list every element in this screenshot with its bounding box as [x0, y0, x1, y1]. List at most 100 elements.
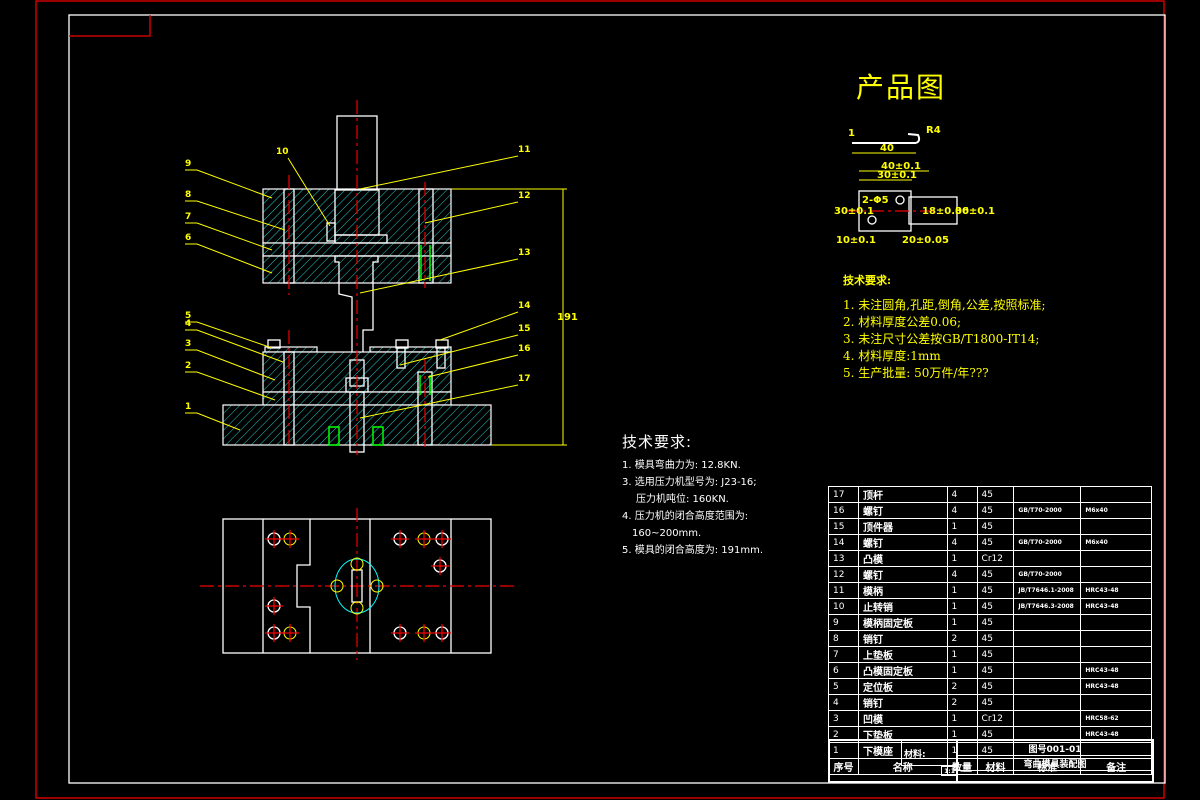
bom-no: 4 — [828, 694, 859, 711]
bom-no: 12 — [828, 566, 859, 583]
bom-note: M6x40 — [1080, 502, 1152, 519]
bom-note — [1080, 614, 1152, 631]
leader-line — [427, 354, 519, 378]
company-cell — [957, 770, 1153, 782]
bom-name: 螺钉 — [857, 502, 948, 519]
bom-standard — [1013, 630, 1082, 647]
leader-line — [359, 384, 519, 419]
drawing-title: 弯曲模具装配图 — [957, 755, 1153, 771]
bom-name: 销钉 — [857, 694, 948, 711]
bom-name: 模柄固定板 — [857, 614, 948, 631]
bom-qty: 2 — [946, 630, 978, 647]
bom-qty: 1 — [946, 710, 978, 727]
ejector-pin-hole — [350, 557, 364, 571]
bom-standard — [1013, 678, 1082, 695]
bom-material: Cr12 — [976, 550, 1015, 567]
bom-qty: 4 — [946, 502, 978, 519]
bom-note: HRC43-48 — [1080, 582, 1152, 599]
bom-standard: JB/T7646.1-2008 — [1013, 582, 1082, 599]
leader-line — [359, 258, 519, 294]
bom-material: 45 — [976, 678, 1015, 695]
bom-no: 13 — [828, 550, 859, 567]
bom-no: 8 — [828, 630, 859, 647]
bom-no: 7 — [828, 646, 859, 663]
bom-no: 15 — [828, 518, 859, 535]
callout-2: 2 — [185, 361, 192, 371]
dim-left-offset: 10±0.1 — [836, 235, 876, 246]
bom-no: 16 — [828, 502, 859, 519]
bom-note: M6x40 — [1080, 534, 1152, 551]
bom-qty: 2 — [946, 694, 978, 711]
bom-no: 5 — [828, 678, 859, 695]
bom-material: 45 — [976, 646, 1015, 663]
bom-note — [1080, 486, 1152, 503]
plan-holes — [265, 530, 451, 642]
bom-name: 螺钉 — [857, 566, 948, 583]
revision-grid — [829, 740, 957, 782]
code-box — [69, 15, 151, 37]
leader-line — [185, 200, 286, 231]
hole — [867, 215, 877, 225]
callout-4: 4 — [185, 319, 192, 329]
bom-material: Cr12 — [976, 710, 1015, 727]
bom-standard — [1013, 614, 1082, 631]
bom-material: 45 — [976, 598, 1015, 615]
leader-line — [185, 349, 276, 381]
bom-standard: JB/T7646.3-2008 — [1013, 598, 1082, 615]
leader-line — [185, 222, 273, 251]
callout-17: 17 — [518, 374, 531, 384]
bom-note — [1080, 694, 1152, 711]
bom-material: 45 — [976, 502, 1015, 519]
leader-line — [287, 157, 331, 227]
bom-material: 45 — [976, 566, 1015, 583]
callout-6: 6 — [185, 233, 192, 243]
bom-note — [1080, 550, 1152, 567]
screw-hole-upper — [418, 188, 434, 284]
bom-qty: 4 — [946, 566, 978, 583]
bom-name: 凸模 — [857, 550, 948, 567]
bom-name: 凹模 — [857, 710, 948, 727]
bom-note: HRC58-62 — [1080, 710, 1152, 727]
product-requirement: 2. 材料厚度公差0.06; — [843, 315, 962, 329]
screw-shank — [436, 347, 446, 369]
bom-name: 模柄 — [857, 582, 948, 599]
scale-value: 1:1 — [941, 766, 958, 776]
leader-line — [399, 334, 519, 366]
product-drawing: 40 R4 1 40±0.1 30±0.1 30±0.1 30±0.1 2-Φ5… — [834, 125, 995, 246]
bom-name: 螺钉 — [857, 534, 948, 551]
callout-5: 5 — [185, 311, 192, 321]
leader-line — [359, 155, 519, 190]
screw-head — [267, 339, 281, 349]
inner-drawing-frame — [68, 14, 1166, 784]
dim-hole-pitch-v: 18±0.06 — [922, 206, 969, 217]
bom-qty: 4 — [946, 486, 978, 503]
bom-qty: 1 — [946, 646, 978, 663]
ejector-pin — [372, 426, 384, 446]
bom-material: 45 — [976, 630, 1015, 647]
dim-hole-pitch-h: 20±0.05 — [902, 235, 949, 246]
callout-7: 7 — [185, 212, 192, 222]
bom-qty: 1 — [946, 550, 978, 567]
product-requirement: 1. 未注圆角,孔距,倒角,公差,按照标准; — [843, 298, 1046, 312]
ejector-pin-hole — [370, 579, 384, 593]
callout-10: 10 — [276, 147, 289, 157]
hole — [895, 195, 905, 205]
dim-width-inner: 30±0.1 — [877, 170, 917, 181]
dim-bend-radius: R4 — [926, 125, 941, 136]
bom-no: 11 — [828, 582, 859, 599]
bom-note — [1080, 566, 1152, 583]
bom-material: 45 — [976, 694, 1015, 711]
outer-sheet-frame — [35, 0, 1165, 799]
bom-material: 45 — [976, 582, 1015, 599]
ejector-pin-hole — [350, 601, 364, 615]
callout-14: 14 — [518, 301, 531, 311]
leader-line — [424, 201, 519, 224]
